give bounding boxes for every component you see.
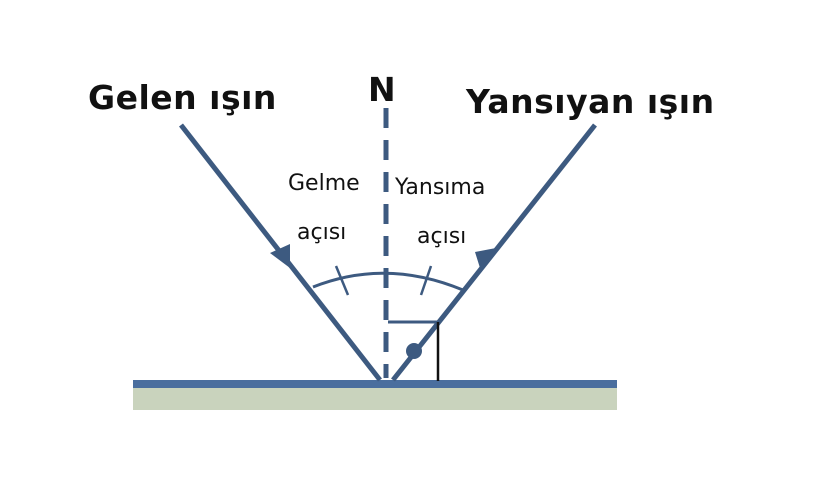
incidence-angle-tick: [334, 265, 350, 296]
angle-arc: [312, 271, 464, 292]
reflection-angle-tick: [419, 265, 433, 296]
reflection-angle-label-line2: açısı: [417, 224, 467, 249]
incident-arrow-icon: [270, 244, 290, 268]
reflected-ray-label: Yansıyan ışın: [466, 82, 715, 121]
incident-ray-label: Gelen ışın: [88, 78, 277, 117]
incidence-angle-label-line1: Gelme: [288, 171, 360, 196]
point-marker: [406, 343, 422, 359]
normal-label: N: [368, 70, 397, 109]
reflected-ray: [391, 123, 597, 382]
incidence-angle-label-line2: açısı: [297, 220, 347, 245]
reflected-arrow-icon: [475, 248, 496, 268]
reflection-angle-label-line1: Yansıma: [395, 175, 486, 200]
mirror-line: [133, 380, 617, 388]
mirror-surface: [133, 387, 617, 410]
